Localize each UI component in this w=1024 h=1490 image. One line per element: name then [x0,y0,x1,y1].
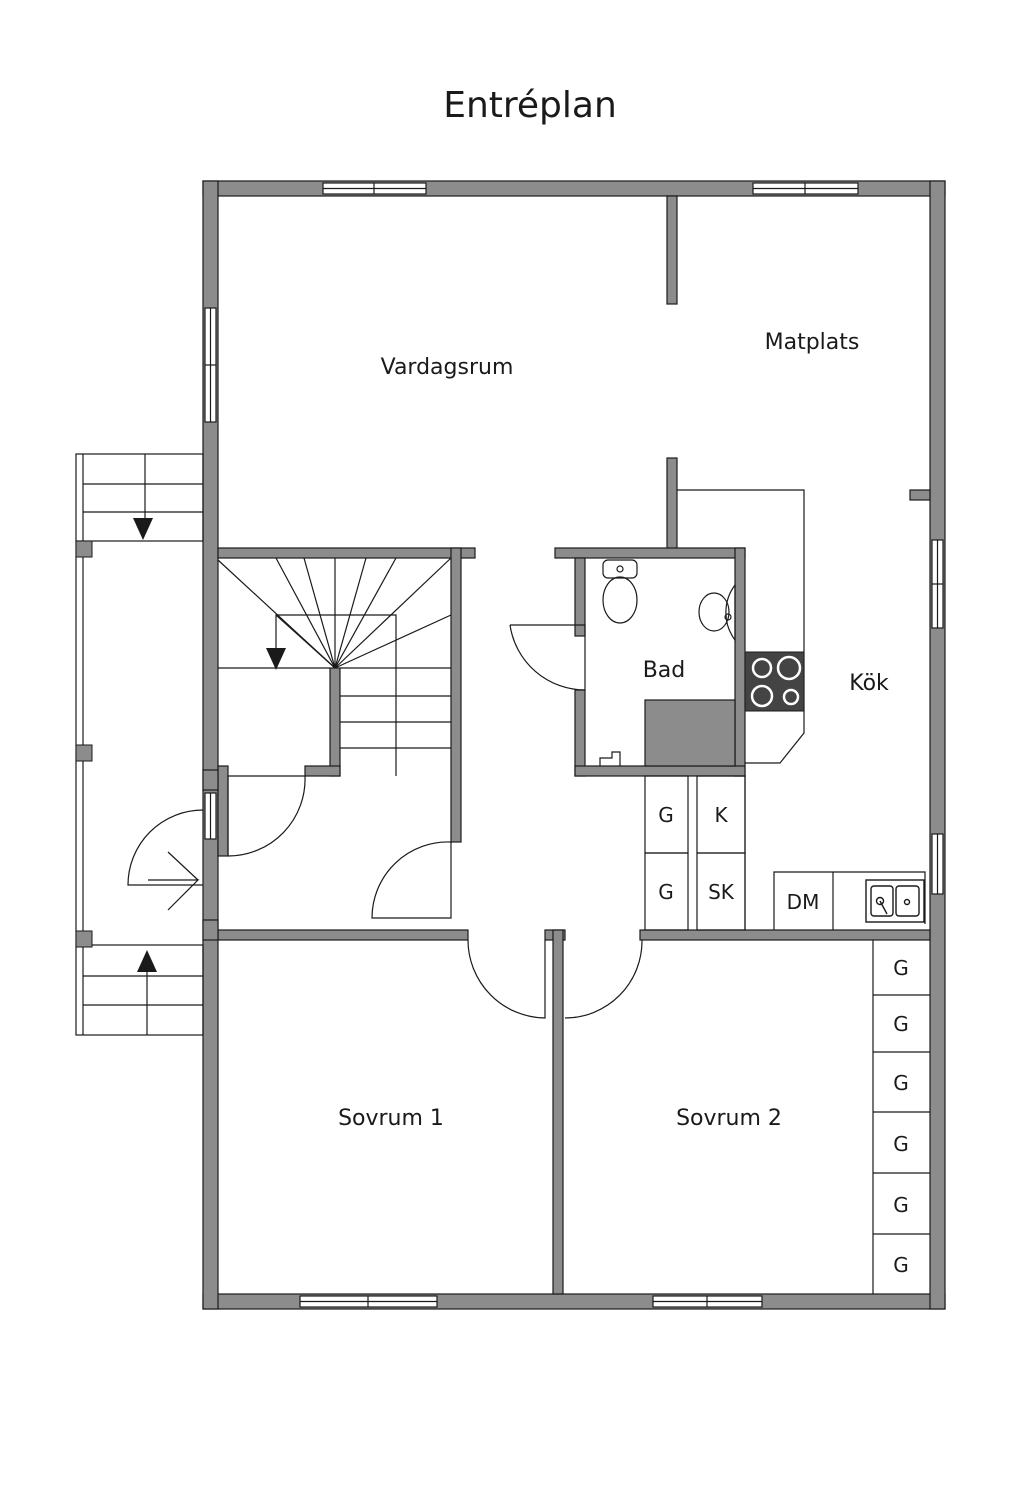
window-left-1 [204,307,217,423]
tap-icon [599,751,621,766]
wardrobe-label: G [893,1012,909,1036]
room-label-sovrum2: Sovrum 2 [676,1106,782,1131]
wardrobe-label: G [893,1071,909,1095]
kitchen-sink [865,879,925,923]
windows [204,182,944,1308]
bedroom2-door [564,939,643,1019]
arrow-up-icon [137,950,157,972]
window-right-1 [931,539,944,629]
wardrobe-label: G [893,1253,909,1277]
entrance-door [127,809,204,886]
arrow-down-icon [133,518,153,540]
closet-label-dm: DM [787,890,820,914]
closet-door [227,775,306,857]
staircase [217,557,452,776]
closet-label-k: K [714,803,728,827]
plan-title: Entréplan [443,85,617,126]
outdoor-steps [75,453,204,1036]
kitchen-counter [677,489,926,930]
toilet-tank [602,559,638,579]
window-bottom-2 [652,1295,763,1308]
stove [744,651,805,712]
wardrobe-label: G [893,1132,909,1156]
window-top-1 [322,182,427,195]
wardrobe-label: G [893,956,909,980]
stair-arrow-icon [266,648,286,670]
room-label-matplats: Matplats [765,330,860,355]
closets [644,775,930,1294]
room-label-vardagsrum: Vardagsrum [381,355,514,380]
closet-label-g1: G [658,803,674,827]
window-left-2 [204,792,217,840]
wardrobe-label: G [893,1193,909,1217]
window-right-2 [931,833,944,895]
sink [725,583,736,642]
window-top-2 [752,182,859,195]
bath-door [509,624,586,691]
toilet-bowl [602,576,638,624]
room-label-kok: Kök [849,671,889,696]
closet-label-sk: SK [708,880,735,904]
hall-door [371,841,452,919]
bathroom-fixtures [599,559,736,766]
room-label-bad: Bad [643,658,686,683]
closet-label-g2: G [658,880,674,904]
doors [127,624,643,1019]
bedroom1-door [467,939,546,1019]
porch-posts [75,540,93,948]
room-label-sovrum1: Sovrum 1 [338,1106,444,1131]
interior-walls [202,195,931,1295]
window-bottom-1 [299,1295,438,1308]
